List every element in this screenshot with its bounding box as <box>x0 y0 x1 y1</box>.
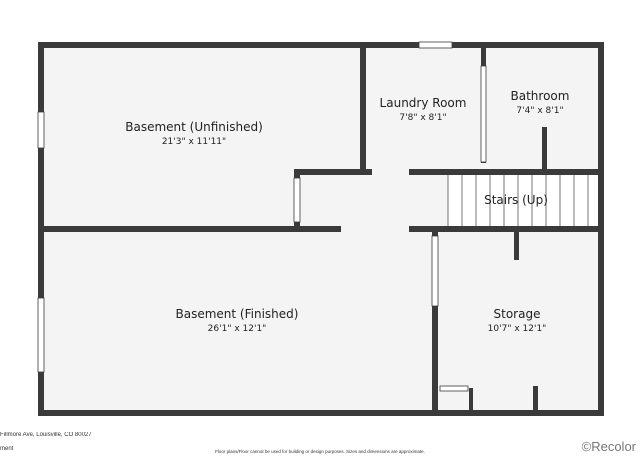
wall-storage-left <box>432 226 438 416</box>
wall-storage-stub <box>514 229 519 260</box>
wall-bath-stub <box>542 127 547 171</box>
door-unfinished <box>293 177 301 223</box>
stairs-block <box>448 174 600 228</box>
footer-address: Fillmore Ave, Louisville, CO 80027 <box>0 432 92 438</box>
footer-fragment: ment <box>0 446 14 452</box>
wall-top <box>38 42 604 48</box>
room-label-storage: Storage <box>494 307 541 321</box>
brand-watermark: ©Recolor <box>581 439 636 454</box>
door-bathroom <box>480 65 487 163</box>
window-left-upper <box>37 111 45 149</box>
window-left-lower <box>37 297 45 373</box>
openings <box>37 41 487 392</box>
window-top <box>418 41 453 49</box>
room-dims-laundry: 7'8" x 8'1" <box>399 113 446 123</box>
wall-unfinished-mid-h <box>294 169 372 175</box>
room-label-laundry: Laundry Room <box>380 96 467 110</box>
closet-opening <box>439 385 469 392</box>
room-label-bathroom: Bathroom <box>511 89 570 103</box>
wall-stairs-top <box>409 169 604 175</box>
room-dims-basement-unfinished: 21'3" x 11'11" <box>162 137 226 147</box>
room-label-stairs: Stairs (Up) <box>484 193 548 207</box>
wall-middle-right <box>409 226 604 232</box>
stairs-treads <box>447 174 600 228</box>
room-label-basement-unfinished: Basement (Unfinished) <box>125 120 263 134</box>
wall-middle-left <box>38 226 341 232</box>
room-dims-bathroom: 7'4" x 8'1" <box>516 106 563 116</box>
wall-closet-stub <box>469 388 473 412</box>
wall-unfinished-right <box>360 42 366 173</box>
wall-storage-bottom-stub <box>533 386 538 412</box>
room-dims-basement-finished: 26'1" x 12'1" <box>208 324 267 334</box>
footer-disclaimer: Floor plans/Floor cannot be used for bui… <box>215 449 425 454</box>
door-storage <box>431 235 439 307</box>
room-dims-storage: 10'7" x 12'1" <box>488 324 547 334</box>
wall-bottom <box>38 410 604 416</box>
room-label-basement-finished: Basement (Finished) <box>176 307 299 321</box>
